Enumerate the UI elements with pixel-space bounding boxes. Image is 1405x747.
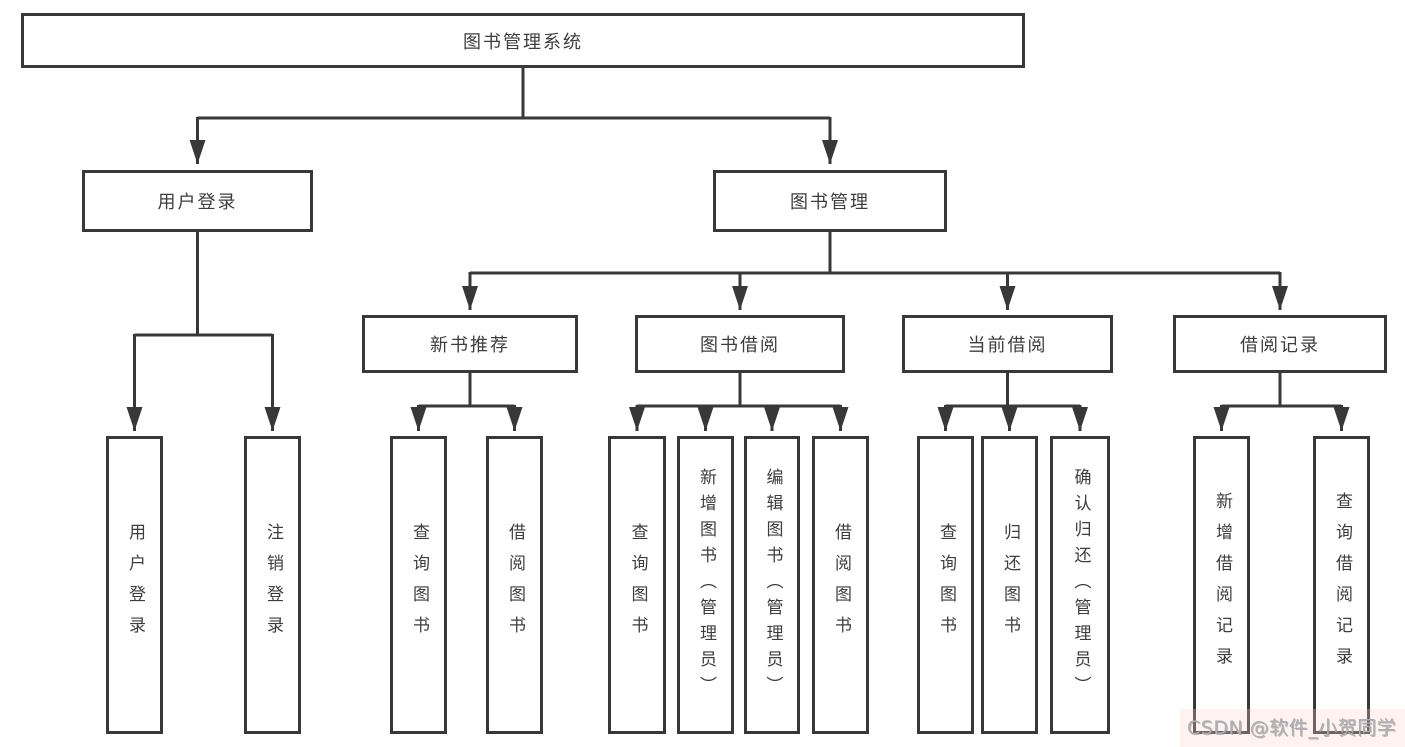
node-current-borrow-label: 当前借阅	[967, 335, 1048, 356]
node-user-login-label: 用户登录	[157, 192, 238, 213]
node-book-management: 图书管理	[713, 170, 947, 232]
leaf-query-borrow-record-label: 查询借阅记录	[1332, 492, 1352, 678]
node-borrow-records-label: 借阅记录	[1240, 335, 1320, 356]
watermark-tint	[1180, 709, 1405, 747]
leaf-query-books-current: 查询图书	[917, 436, 974, 734]
leaf-borrow-books: 借阅图书	[812, 436, 869, 734]
leaf-user-login-label: 用户登录	[125, 523, 145, 647]
node-root-label: 图书管理系统	[463, 31, 583, 53]
node-new-book-recommend: 新书推荐	[362, 315, 578, 373]
leaf-add-borrow-record-label: 新增借阅记录	[1212, 492, 1232, 678]
leaf-confirm-return-admin: 确认归还（管理员）	[1050, 436, 1110, 734]
leaf-query-books-recommend-label: 查询图书	[409, 523, 429, 647]
node-book-borrow: 图书借阅	[635, 315, 845, 373]
node-root: 图书管理系统	[21, 13, 1025, 68]
leaf-query-books-borrow: 查询图书	[608, 436, 666, 734]
leaf-return-books-label: 归还图书	[1000, 523, 1020, 647]
node-book-borrow-label: 图书借阅	[700, 335, 780, 356]
leaf-query-borrow-record: 查询借阅记录	[1313, 436, 1370, 734]
leaf-borrow-books-recommend: 借阅图书	[486, 436, 543, 734]
leaf-edit-books-admin: 编辑图书（管理员）	[744, 436, 800, 734]
leaf-logout-login: 注销登录	[244, 436, 301, 734]
leaf-add-books-admin: 新增图书（管理员）	[677, 436, 734, 734]
leaf-add-books-admin-label: 新增图书（管理员）	[696, 468, 716, 702]
leaf-borrow-books-recommend-label: 借阅图书	[505, 523, 525, 647]
leaf-query-books-borrow-label: 查询图书	[627, 523, 648, 647]
leaf-edit-books-admin-label: 编辑图书（管理员）	[762, 468, 783, 702]
leaf-user-login: 用户登录	[106, 436, 163, 734]
node-book-management-label: 图书管理	[790, 192, 870, 213]
node-current-borrow: 当前借阅	[902, 315, 1113, 373]
watermark: CSDN @软件_小贺同学	[1187, 717, 1397, 739]
leaf-return-books: 归还图书	[981, 436, 1038, 734]
leaf-query-books-current-label: 查询图书	[936, 523, 956, 647]
leaf-query-books-recommend: 查询图书	[390, 436, 447, 734]
leaf-add-borrow-record: 新增借阅记录	[1193, 436, 1250, 734]
node-borrow-records: 借阅记录	[1173, 315, 1387, 373]
leaf-borrow-books-label: 借阅图书	[831, 523, 851, 647]
node-user-login: 用户登录	[82, 170, 313, 232]
node-new-book-recommend-label: 新书推荐	[430, 335, 510, 356]
leaf-logout-login-label: 注销登录	[263, 523, 283, 647]
leaf-confirm-return-admin-label: 确认归还（管理员）	[1070, 468, 1091, 702]
